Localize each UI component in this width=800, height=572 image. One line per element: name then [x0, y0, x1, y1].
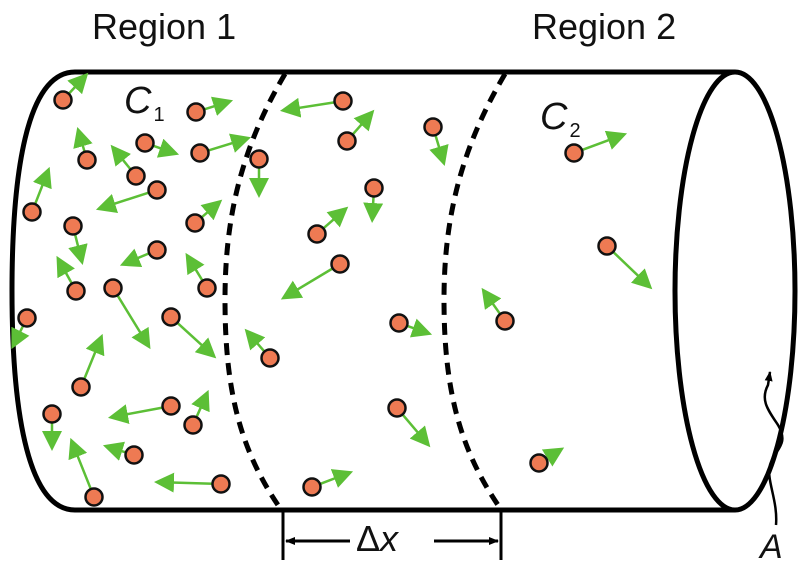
velocity-arrow [279, 97, 336, 118]
velocity-arrow [481, 287, 502, 316]
delta-symbol: Δ [356, 518, 381, 559]
particle [197, 278, 217, 298]
delta-variable: x [380, 518, 399, 559]
boundary-left-dashed [222, 72, 288, 510]
particle [211, 474, 231, 494]
velocity-arrow [102, 441, 127, 461]
velocity-arrow [581, 130, 628, 152]
velocity-arrow [119, 248, 151, 268]
particle [249, 149, 269, 169]
particle [84, 487, 104, 507]
velocity-arrow [110, 144, 132, 171]
velocity-arrow [611, 250, 653, 290]
velocity-arrow [107, 404, 164, 424]
velocity-arrow [351, 109, 375, 136]
particle [387, 398, 407, 418]
velocity-arrow [280, 267, 334, 300]
velocity-arrow [191, 389, 210, 419]
velocity-arrow [116, 294, 151, 350]
particle [124, 445, 144, 465]
velocity-arrow [68, 233, 88, 266]
delta-x-label: Δx [356, 518, 398, 560]
particle [495, 311, 515, 331]
velocity-arrow [11, 324, 30, 350]
velocity-arrow [176, 321, 217, 359]
particle [63, 216, 83, 236]
particle [17, 308, 37, 328]
velocity-arrow [244, 328, 266, 353]
cross-section-ellipse [672, 69, 798, 513]
boundary-right-dashed [441, 72, 508, 510]
velocity-arrow [207, 133, 252, 153]
particle [190, 143, 210, 163]
particle [126, 166, 146, 186]
particle [389, 313, 409, 333]
particle [564, 143, 584, 163]
velocity-arrow [95, 191, 150, 214]
velocity-arrow [73, 126, 93, 153]
particle [135, 133, 155, 153]
velocity-arrow [319, 469, 354, 488]
velocity-arrow [322, 206, 349, 230]
c2-letter: C [540, 96, 568, 138]
particle [77, 150, 97, 170]
particle [53, 90, 73, 110]
particle [161, 396, 181, 416]
velocity-arrow [185, 252, 205, 282]
area-label: A [760, 528, 783, 566]
velocity-arrow [200, 199, 223, 221]
particles [17, 90, 617, 507]
particle [161, 307, 181, 327]
particle [529, 453, 549, 473]
particle [103, 278, 123, 298]
velocity-arrow [406, 318, 433, 338]
c1-letter: C [124, 80, 152, 122]
velocity-arrow [82, 333, 105, 381]
region-2-title: Region 2 [532, 6, 677, 47]
velocity-arrow [363, 195, 384, 224]
velocity-arrow [541, 447, 565, 467]
velocity-arrow [401, 413, 431, 448]
velocity-arrow [68, 437, 93, 491]
particle [186, 102, 206, 122]
particle [597, 236, 617, 256]
velocity-arrow [429, 134, 449, 167]
particle [185, 213, 205, 233]
velocity-arrow [67, 72, 89, 95]
area-pointer-arrow [763, 371, 784, 526]
velocity-arrow [56, 255, 75, 285]
particle [423, 117, 443, 137]
particle [66, 281, 86, 301]
particle [307, 224, 327, 244]
velocity-arrow [203, 96, 234, 116]
particle [183, 415, 203, 435]
cylinder-outline [9, 69, 735, 513]
particle [147, 180, 167, 200]
particle [71, 377, 91, 397]
c2-subscript: 2 [569, 120, 581, 142]
velocity-arrows [11, 72, 653, 493]
c1-subscript: 1 [153, 104, 165, 126]
velocity-arrow [153, 472, 214, 493]
particle [364, 178, 384, 198]
velocity-arrow [33, 166, 52, 206]
particle [42, 404, 62, 424]
particle [22, 202, 42, 222]
region-1-title: Region 1 [92, 6, 237, 47]
particle [337, 131, 357, 151]
velocity-arrow [152, 138, 180, 158]
particle [302, 477, 322, 497]
particle [333, 91, 353, 111]
particle [147, 240, 167, 260]
particle [330, 254, 350, 274]
particle [260, 348, 280, 368]
